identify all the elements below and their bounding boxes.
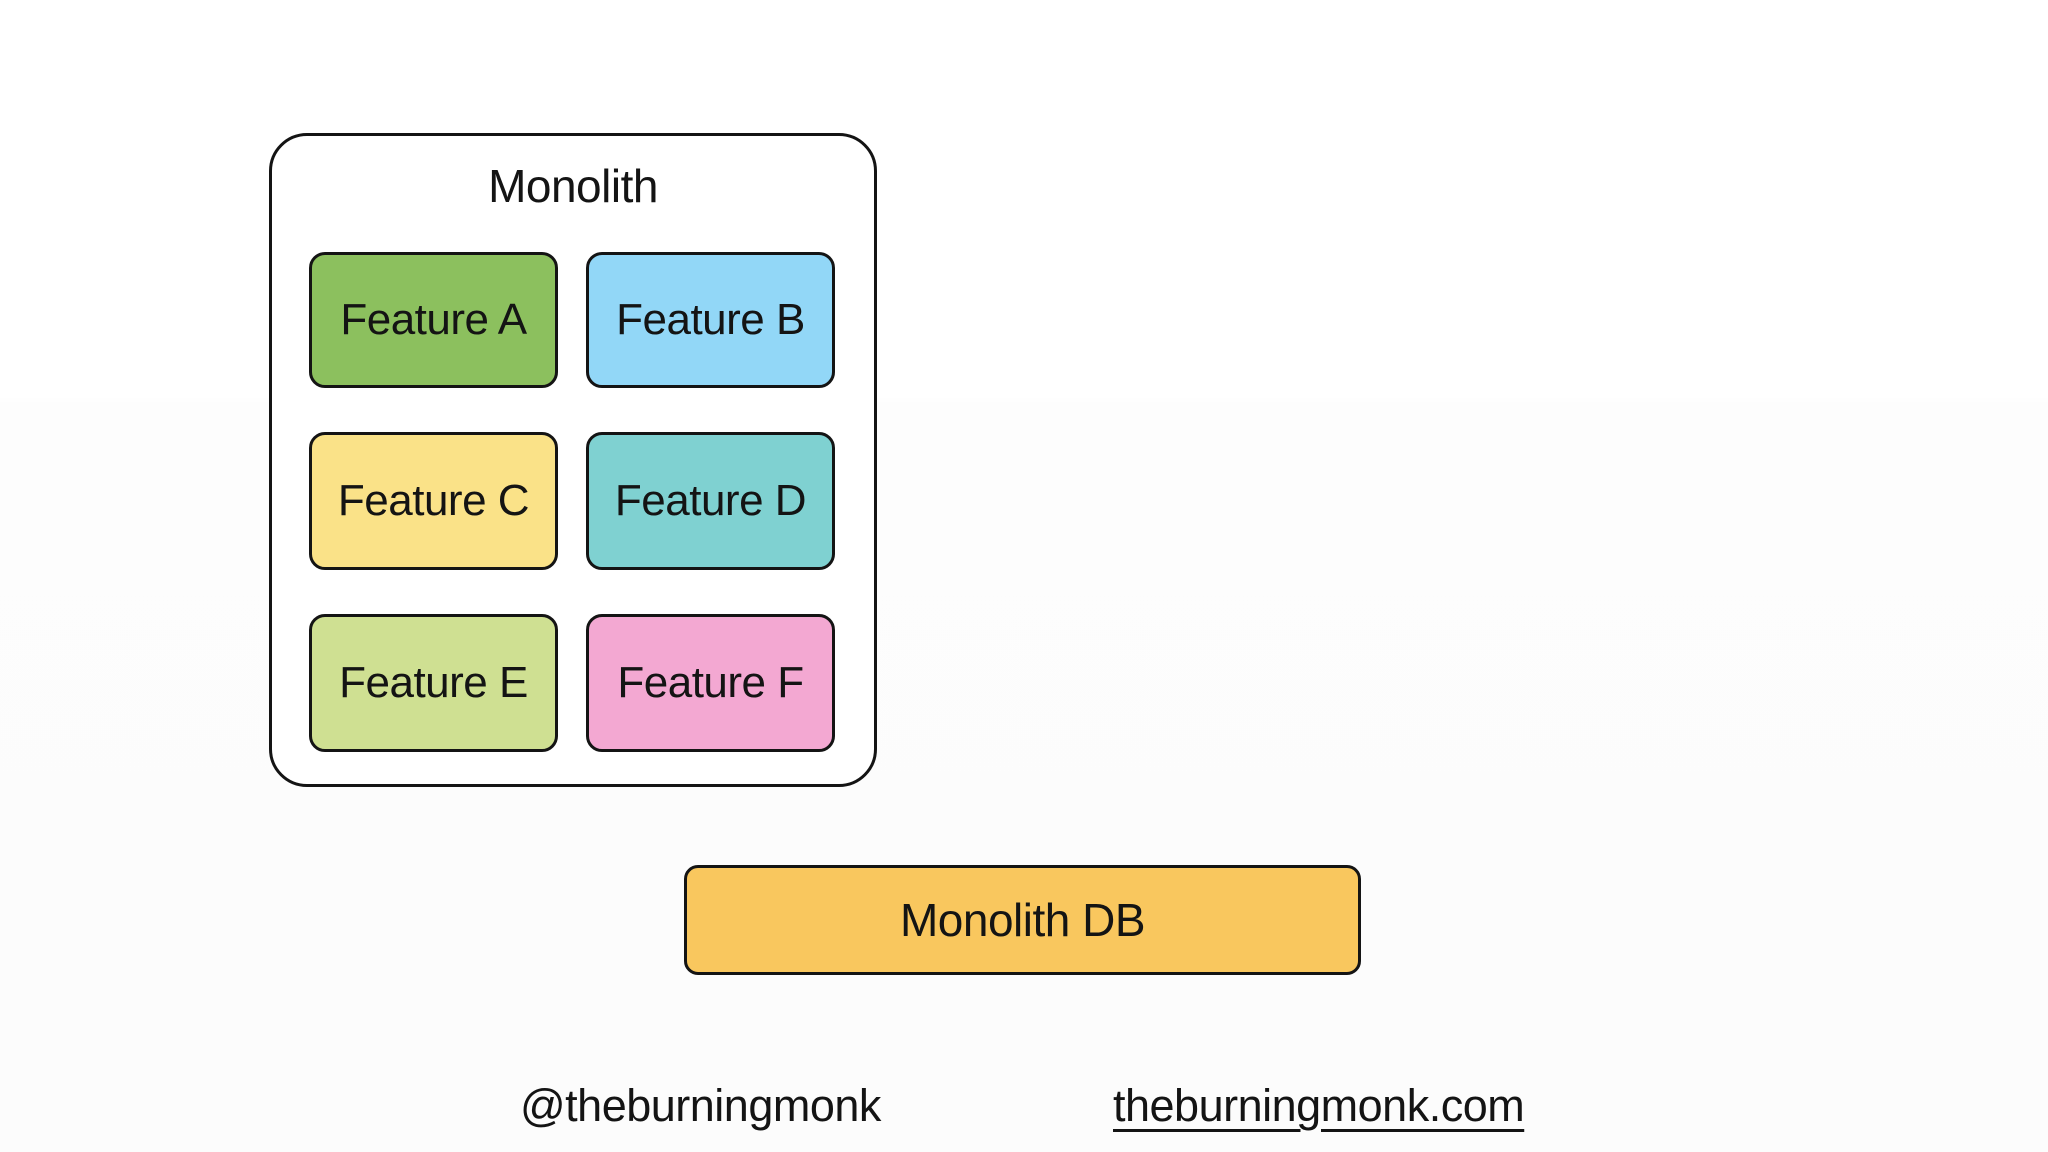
footer-website-link[interactable]: theburningmonk.com [1113, 1080, 1525, 1131]
monolith-container: Monolith Feature A Feature B Feature C F… [269, 133, 877, 787]
monolith-title: Monolith [488, 160, 658, 212]
monolith-db-box: Monolith DB [684, 865, 1361, 975]
feature-box-e: Feature E [309, 614, 558, 752]
feature-box-a: Feature A [309, 252, 558, 388]
feature-box-b: Feature B [586, 252, 835, 388]
footer-twitter-handle: @theburningmonk [520, 1080, 881, 1131]
feature-box-c: Feature C [309, 432, 558, 570]
feature-box-f: Feature F [586, 614, 835, 752]
feature-box-d: Feature D [586, 432, 835, 570]
feature-grid: Feature A Feature B Feature C Feature D … [309, 252, 835, 752]
